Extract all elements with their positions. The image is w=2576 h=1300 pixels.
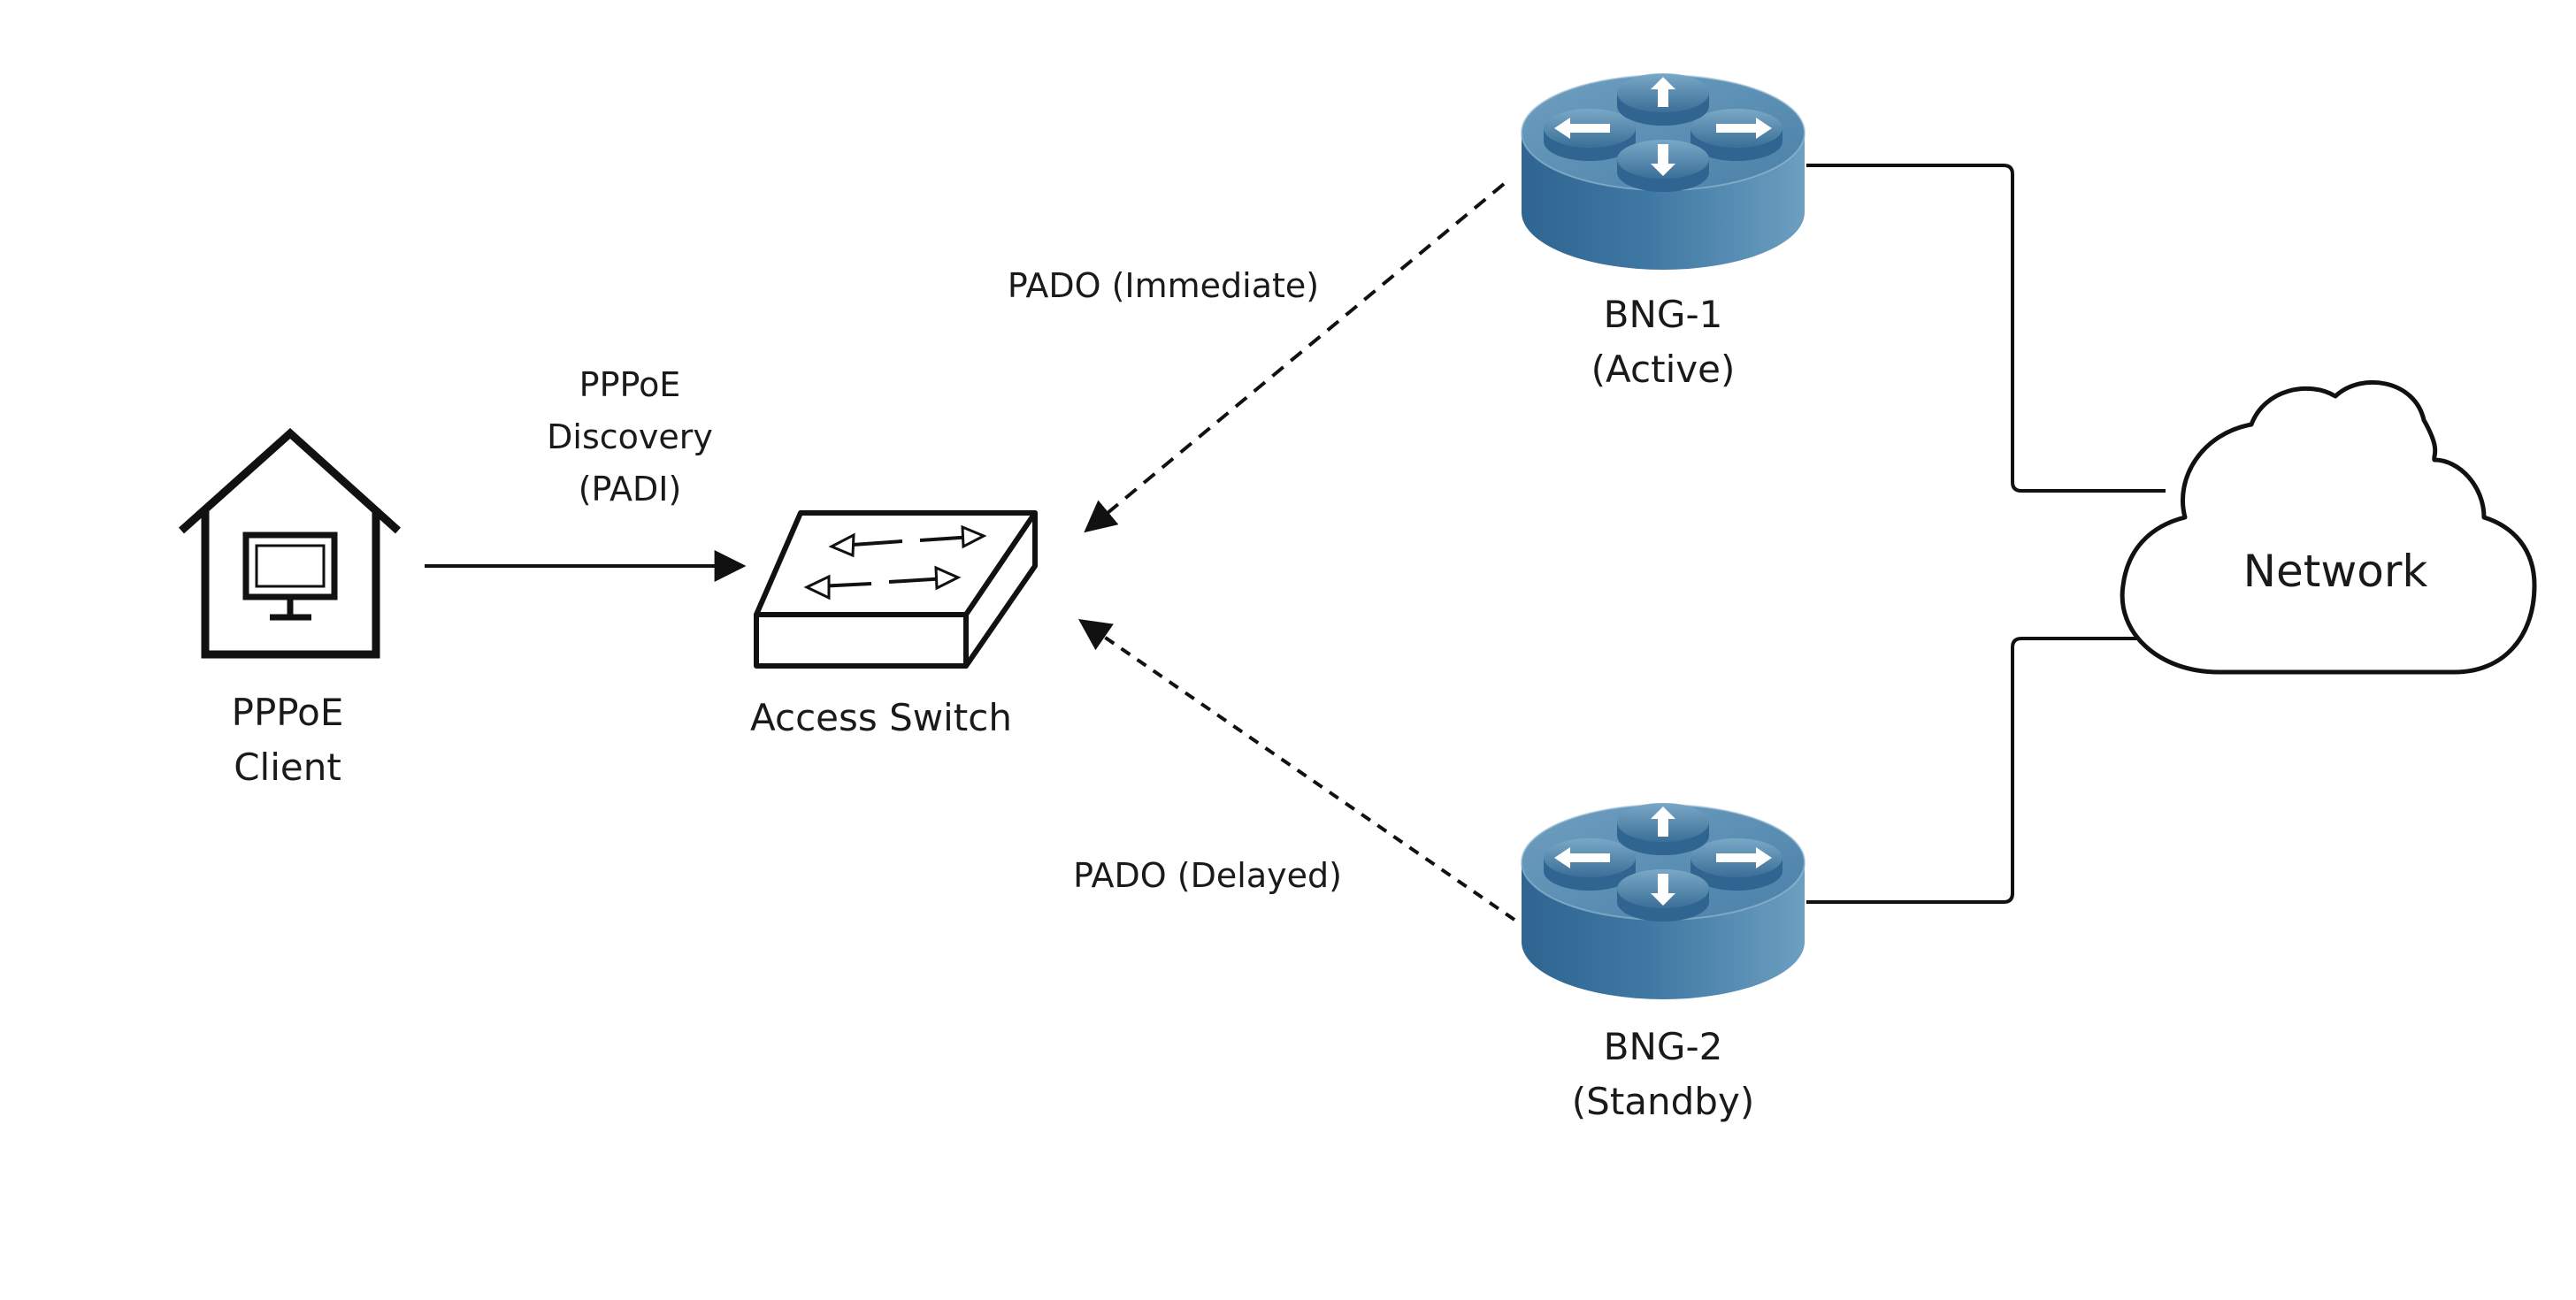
client-label-line1: PPPoE (232, 691, 344, 734)
bng1-network-link (1806, 164, 2166, 493)
pado-delayed-arrow (1078, 618, 1516, 921)
pado-immediate-label: PADO (Immediate) (1008, 266, 1319, 305)
pado-delayed-label: PADO (Delayed) (1073, 856, 1342, 895)
cloud-icon (2120, 379, 2537, 675)
access-switch-label: Access Switch (750, 696, 1012, 739)
pado-immediate-arrow (1084, 182, 1506, 533)
switch-icon (754, 510, 1038, 669)
padi-label-line1: PPPoE (579, 365, 681, 404)
house-with-monitor-icon (179, 427, 402, 659)
router-icon (1521, 803, 1806, 999)
router-icon (1521, 73, 1806, 270)
bng1-label-line1: BNG-1 (1604, 293, 1723, 336)
padi-label-line2: Discovery (547, 417, 713, 456)
bng1-label-line2: (Active) (1591, 348, 1736, 391)
bng2-label-line2: (Standby) (1572, 1080, 1754, 1123)
client-label-line2: Client (234, 746, 341, 789)
network-label: Network (2243, 546, 2428, 597)
bng2-label-line1: BNG-2 (1604, 1025, 1723, 1068)
bng2-network-link (1806, 637, 2166, 904)
padi-label-line3: (PADI) (579, 470, 682, 509)
